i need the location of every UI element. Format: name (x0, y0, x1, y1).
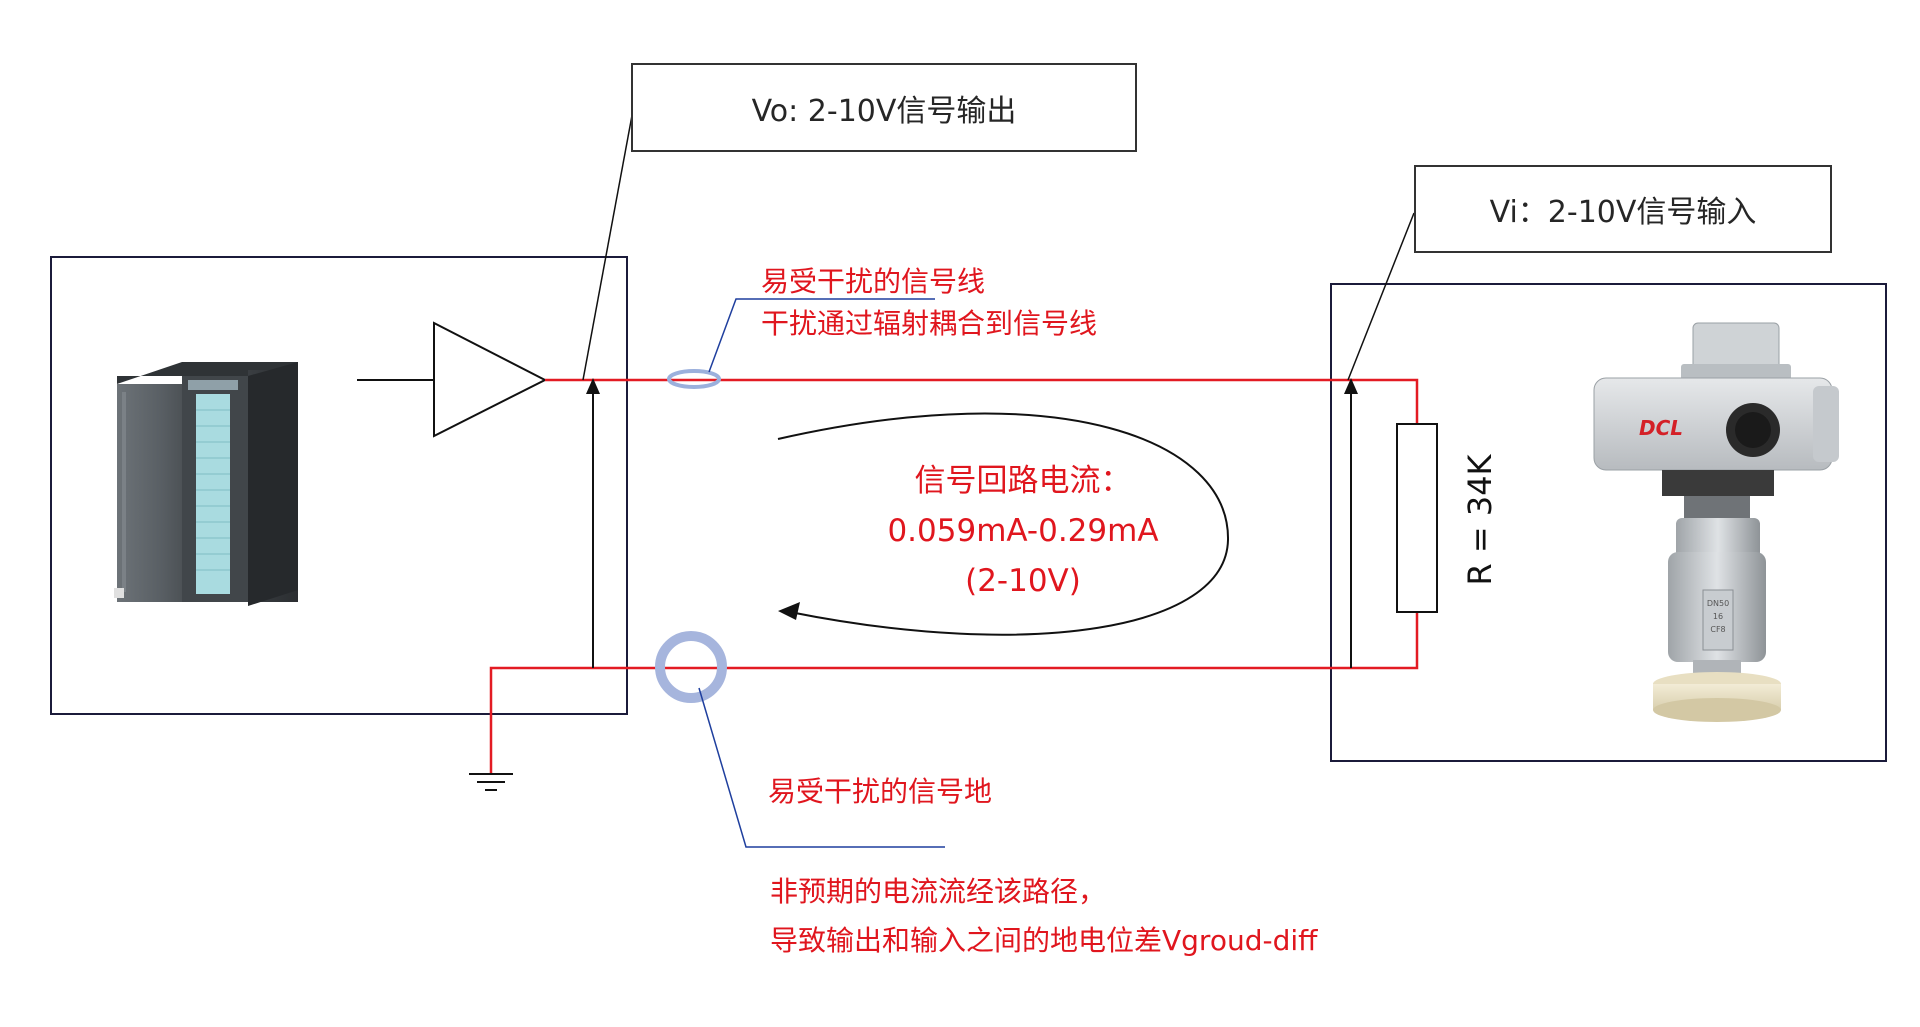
signal-line-ring (667, 369, 721, 389)
signal-ground-annotation: 易受干扰的信号地 (768, 771, 992, 813)
electric-valve-actuator-icon: DCL DN50 16 CF8 (1593, 322, 1839, 722)
vi-callout-text: Vi：2-10V信号输入 (1489, 195, 1757, 230)
ground-symbol-icon (469, 773, 513, 791)
right-enclosure (1330, 283, 1887, 762)
resistor-symbol (1396, 423, 1438, 613)
vi-callout-box: Vi：2-10V信号输入 (1414, 165, 1832, 253)
valve-brand-text: DCL (1639, 416, 1683, 440)
unexpected-current-annotation: 非预期的电流流经该路径， 导致输出和输入之间的地电位差Vgroud-diff (770, 867, 1317, 965)
valve-body-text-3: CF8 (1710, 625, 1725, 634)
signal-ground-annotation-text: 易受干扰的信号地 (768, 775, 993, 808)
vo-callout-text: Vo: 2-10V信号输出 (751, 93, 1017, 129)
signal-line-annotation: 易受干扰的信号线 干扰通过辐射耦合到信号线 (761, 261, 1097, 345)
ground-line-callout (698, 687, 945, 848)
resistor-label: R = 34K (1461, 454, 1499, 586)
unexpected-current-line1: 非预期的电流流经该路径， (770, 875, 1107, 908)
loop-current-arc (777, 412, 1230, 636)
vo-callout-leader (582, 109, 634, 381)
loop-current-line3: (2-10V) (965, 563, 1081, 599)
left-enclosure (50, 256, 628, 715)
loop-arrow-head (778, 602, 800, 620)
vi-callout-leader (1347, 212, 1415, 381)
signal-line-annotation-line2: 干扰通过辐射耦合到信号线 (761, 307, 1098, 340)
signal-line-callout (708, 298, 935, 373)
amplifier-triangle-icon (433, 321, 548, 438)
valve-body-text-2: 16 (1713, 612, 1723, 621)
unexpected-current-line2: 导致输出和输入之间的地电位差Vgroud-diff (770, 924, 1318, 957)
ground-wire (489, 612, 1419, 774)
vo-arrow-head (586, 378, 600, 394)
loop-current-line2: 0.059mA-0.29mA (887, 513, 1159, 549)
loop-current-line1: 信号回路电流： (914, 463, 1132, 499)
signal-line-annotation-line1: 易受干扰的信号线 (761, 265, 986, 298)
signal-wire (545, 378, 1419, 424)
loop-current-label: 信号回路电流： 0.059mA-0.29mA (2-10V) (858, 456, 1188, 606)
valve-body-text-1: DN50 (1707, 599, 1729, 608)
plc-module-icon (114, 362, 298, 606)
vo-callout-box: Vo: 2-10V信号输出 (631, 63, 1137, 152)
ground-line-ring (655, 631, 727, 703)
vi-arrow-head (1344, 378, 1358, 394)
